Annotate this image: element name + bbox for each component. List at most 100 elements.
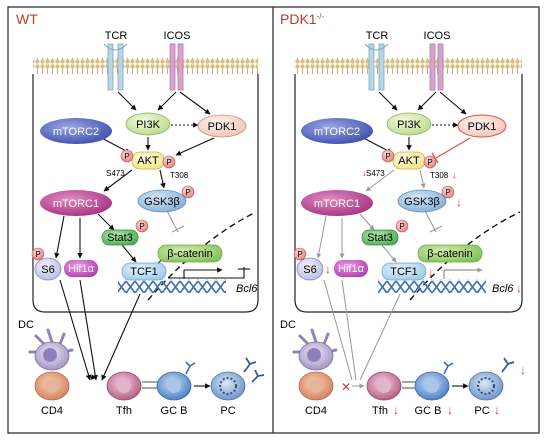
panel-title-ko: PDK1-/- [280,11,324,27]
phospho-t308 [162,155,176,169]
s473-label: S473 [106,169,125,178]
dna-helix-ko [378,279,486,293]
tcr-label: TCR [105,30,128,42]
signaling-arrows [54,91,250,381]
reduced-arrows-ko [316,169,443,381]
bcl6-down-marker: ↓ [516,281,522,295]
gsk3b-node [137,189,187,213]
phospho-s473 [120,149,134,163]
gcb-down-marker: ↓ [447,403,453,417]
s6-node [34,257,62,281]
tfh-label: Tfh [116,405,132,417]
hif1a-label: Hif1α [68,263,95,275]
s473-down-marker: ↓ [362,168,367,178]
antibody-icon [243,357,265,383]
tcr-label-ko: TCR [366,30,389,42]
akt-label-ko: AKT [398,155,420,167]
phospho-gsk3b-ko [441,185,455,199]
pi3k-label: PI3K [136,119,161,131]
svg-text:P: P [139,222,144,231]
dna-helix [118,279,226,293]
beta-catenin-node-ko [417,244,483,263]
pi3k-node [125,112,171,136]
tcf1-label: TCF1 [130,266,158,278]
mtorc2-label: mTORC2 [53,126,99,138]
svg-text:P: P [297,250,302,259]
dc-cell-ko [292,328,338,371]
beta-catenin-label: β-catenin [167,248,212,260]
svg-text:P: P [124,152,129,161]
tfh-gcb-synapse [142,381,158,389]
bcl6-gene-ko: Bcl6 [492,283,514,295]
cd4-label: CD4 [41,405,63,417]
cell-membrane [33,58,258,74]
gcb-label: GC B [161,405,188,417]
svg-text:P: P [35,250,40,259]
pc-down-marker: ↓ [494,403,500,417]
pdk1-inhibition [431,137,471,164]
cell-membrane-ko [295,58,522,74]
tcf1-label-ko: TCF1 [390,266,418,278]
tcf1-node-ko [381,262,427,281]
gsk3b-label: GSK3β [144,196,180,208]
t308-down-marker: ↓ [452,170,457,180]
gsk3b-label-ko: GSK3β [404,196,440,208]
t308-label: T308 [170,171,189,180]
panel-pdk1-knockout: PDK1-/- TCR ICOS [280,11,526,417]
s6-label: S6 [41,264,54,276]
svg-text:P: P [385,152,390,161]
differentiation-block-icon: ✕ [341,380,351,394]
gsk3b-node-ko [397,189,447,213]
hif1a-node-ko [334,260,368,277]
svg-text:P: P [166,158,171,167]
pc-cell [210,371,246,401]
antibody-down-marker: ↓ [520,363,526,377]
beta-catenin-node [157,244,223,263]
svg-text:P: P [185,188,190,197]
tcf1-node [121,262,167,281]
pi3k-label-ko: PI3K [397,119,422,131]
s6-label-ko: S6 [303,264,316,276]
s6-down-marker: ↓ [325,262,331,276]
s6-node-ko [296,257,324,281]
stat3-node-ko [361,229,399,246]
gcb-label-ko: GC B [415,405,442,417]
pi3k-node-ko [386,112,432,136]
icos-label: ICOS [164,30,191,42]
phospho-s6-ko [293,247,307,261]
hif1a-label-ko: Hif1α [338,263,365,275]
tcr-receptor [103,43,128,91]
pdk1-label-ko: PDK1 [468,121,497,133]
stat3-label-ko: Stat3 [367,232,393,244]
mtorc1-node [40,190,112,216]
bcl6-gene: Bcl6 [236,283,258,295]
pdk1-node-ko [457,114,507,138]
tcr-receptor-ko [364,43,389,91]
mtorc2-label-ko: mTORC2 [314,126,360,138]
panel-wt: WT TCR ICOS [16,11,265,417]
cell-outline-ko [294,74,523,313]
panel-title-wt: WT [16,11,38,27]
gsk-inhibition [165,208,185,233]
pdk1-node [197,114,247,138]
mtorc1-label: mTORC1 [53,198,99,210]
antibody-icon-ko [501,357,515,373]
tfh-label-ko: Tfh [372,405,388,417]
pdk1-label: PDK1 [208,121,237,133]
dc-cell [28,328,74,371]
tfh-down-marker: ↓ [393,403,399,417]
cd4-label-ko: CD4 [305,405,327,417]
dc-label: DC [18,319,34,331]
t308-label-ko: T308 [430,171,449,180]
phospho-gsk3b [181,185,195,199]
stat3-label: Stat3 [107,232,133,244]
svg-text:P: P [445,188,450,197]
svg-text:P: P [427,158,432,167]
tfh-gcb-synapse-ko [402,381,416,389]
phospho-stat3-ko [395,219,409,233]
cell-outline [32,74,259,313]
phospho-stat3 [135,219,149,233]
icos-receptor-ko [429,43,444,91]
